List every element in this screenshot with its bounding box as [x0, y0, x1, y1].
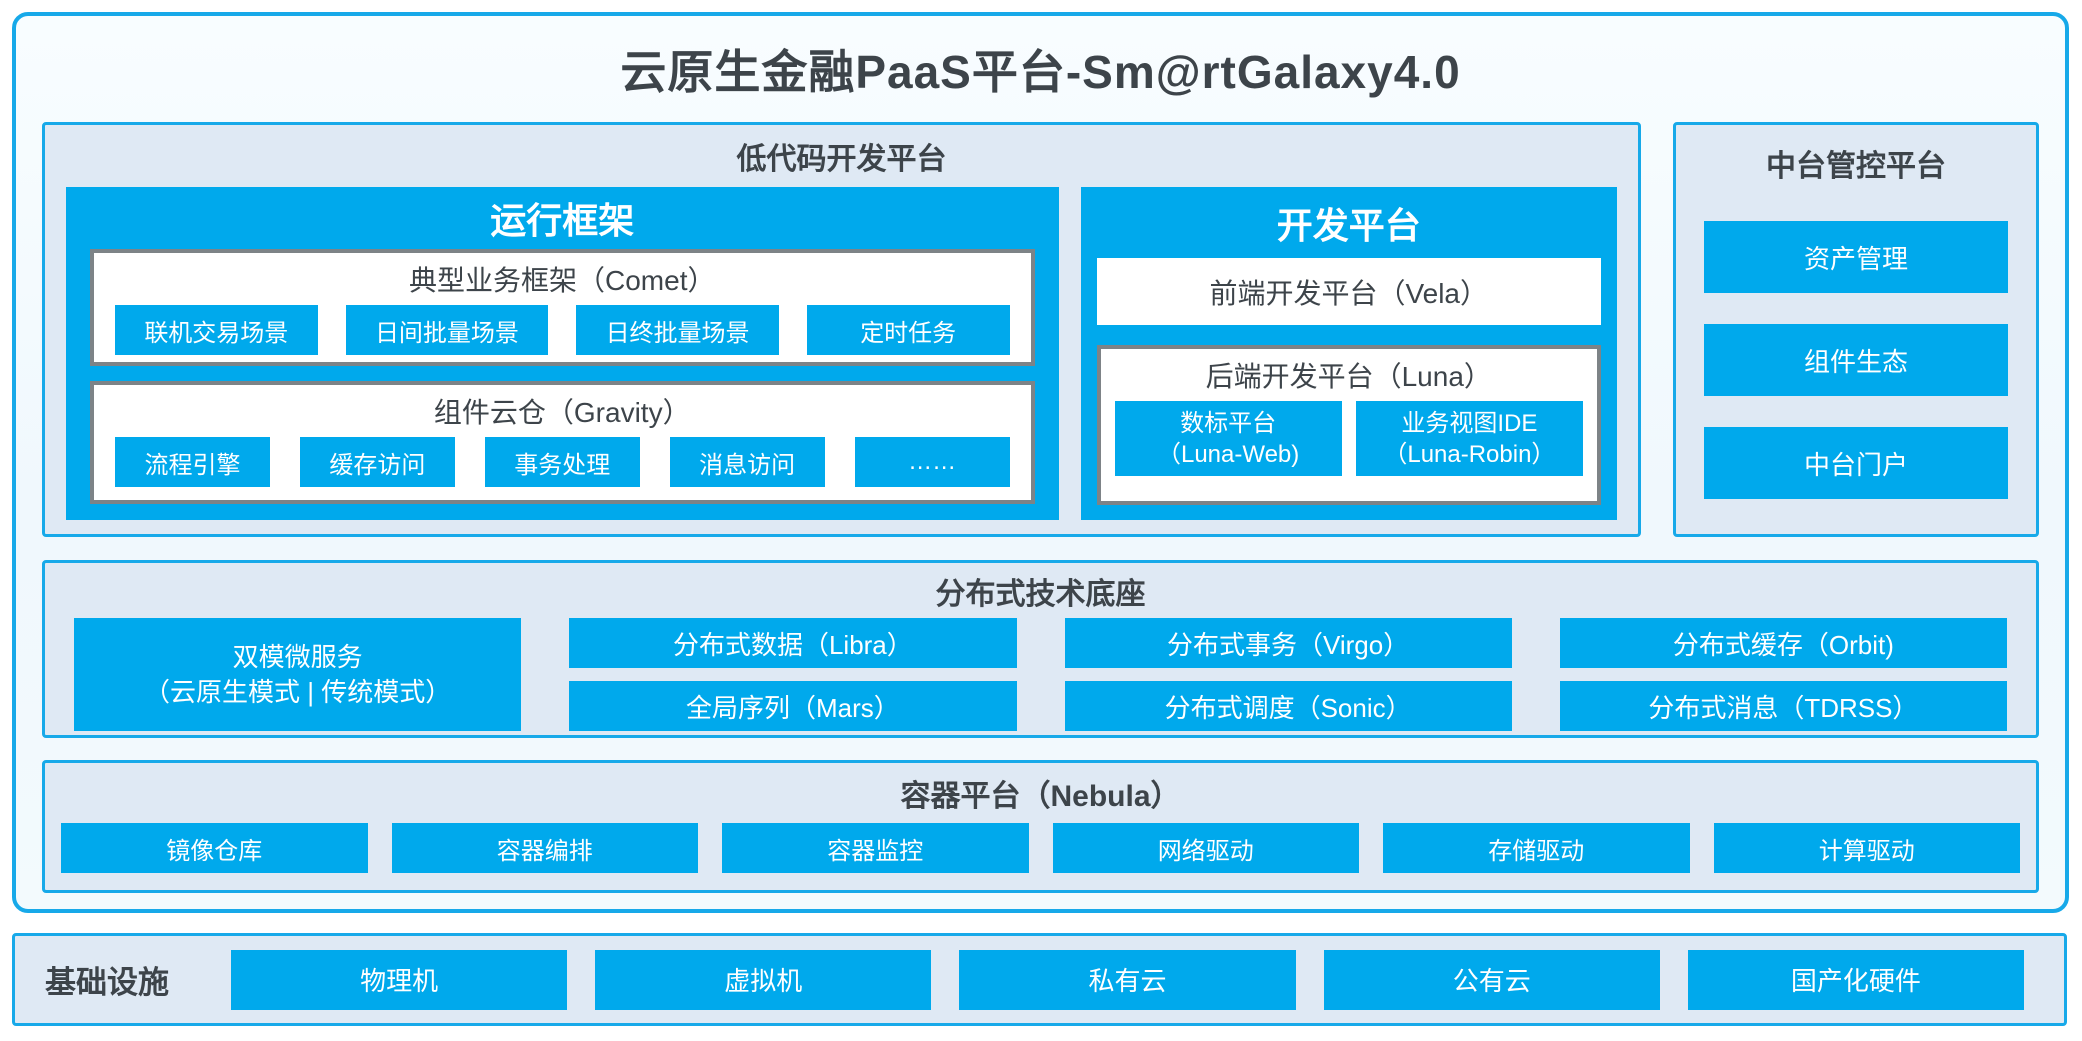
container-platform-panel: 容器平台（Nebula） 镜像仓库 容器编排 容器监控 网络驱动 存储驱动 计算… — [42, 760, 2039, 893]
gravity-component-box: 组件云仓（Gravity） 流程引擎 缓存访问 事务处理 消息访问 …… — [90, 381, 1035, 504]
lowcode-platform-title: 低代码开发平台 — [736, 143, 947, 176]
midplatform-title: 中台管控平台 — [1766, 150, 1946, 183]
distributed-base-title: 分布式技术底座 — [935, 577, 1146, 611]
comet-framework-title: 典型业务框架（Comet） — [409, 265, 716, 296]
luna-robin-code: （Luna-Robin） — [1383, 440, 1556, 468]
distributed-data-libra-item: 分布式数据（Libra） — [569, 618, 1017, 668]
distributed-grid: 双模微服务 （云原生模式 | 传统模式） 分布式数据（Libra） 全局序列（M… — [45, 618, 2036, 731]
lowcode-platform-panel: 低代码开发平台 运行框架 典型业务框架（Comet） 联机交易场景 日间批量场景… — [42, 122, 1641, 537]
infra-item-private-cloud: 私有云 — [959, 949, 1296, 1010]
distributed-cache-orbit-item: 分布式缓存（Orbit) — [1559, 618, 2007, 668]
comet-item-daytime-batch: 日间批量场景 — [345, 305, 549, 355]
midplatform-item-component-eco: 组件生态 — [1704, 324, 2008, 396]
runtime-framework-title: 运行框架 — [490, 200, 635, 241]
midplatform-item-asset-mgmt: 资产管理 — [1704, 221, 2008, 293]
dev-platform-block: 开发平台 前端开发平台（Vela） 后端开发平台（Luna） 数标平台 （Lun… — [1080, 187, 1617, 520]
luna-robin-item: 业务视图IDE （Luna-Robin） — [1355, 401, 1584, 476]
gravity-item-ellipsis: …… — [854, 437, 1010, 487]
lowcode-platform-body: 运行框架 典型业务框架（Comet） 联机交易场景 日间批量场景 日终批量场景 … — [45, 187, 1638, 534]
distributed-col-3: 分布式缓存（Orbit) 分布式消息（TDRSS） — [1559, 618, 2007, 731]
luna-backend-title: 后端开发平台（Luna） — [1205, 361, 1492, 392]
gravity-item-transaction: 事务处理 — [484, 437, 640, 487]
dual-mode-microservice-item: 双模微服务 （云原生模式 | 传统模式） — [74, 618, 522, 731]
luna-web-code: （Luna-Web) — [1156, 440, 1300, 468]
distributed-scheduling-sonic-item: 分布式调度（Sonic） — [1064, 681, 1512, 731]
distributed-col-2: 分布式事务（Virgo） 分布式调度（Sonic） — [1064, 618, 1512, 731]
comet-item-row: 联机交易场景 日间批量场景 日终批量场景 定时任务 — [94, 305, 1031, 355]
container-item-compute-driver: 计算驱动 — [1713, 823, 2020, 873]
luna-web-item: 数标平台 （Luna-Web) — [1114, 401, 1342, 476]
infrastructure-label: 基础设施 — [45, 965, 169, 1000]
distributed-transaction-virgo-item: 分布式事务（Virgo） — [1064, 618, 1512, 668]
container-item-network-driver: 网络驱动 — [1052, 823, 1359, 873]
dev-platform-title: 开发平台 — [1276, 204, 1421, 246]
distributed-message-tdrss-item: 分布式消息（TDRSS） — [1559, 681, 2007, 731]
comet-item-online-trading: 联机交易场景 — [115, 305, 318, 355]
container-item-storage-driver: 存储驱动 — [1383, 823, 1690, 873]
gravity-item-process-engine: 流程引擎 — [115, 437, 270, 487]
container-item-image-registry: 镜像仓库 — [61, 823, 368, 873]
luna-backend-box: 后端开发平台（Luna） 数标平台 （Luna-Web) 业务视图IDE （Lu… — [1096, 345, 1601, 505]
container-item-orchestration: 容器编排 — [391, 823, 698, 873]
gravity-component-title: 组件云仓（Gravity） — [433, 397, 691, 428]
dual-mode-line2: （云原生模式 | 传统模式） — [144, 676, 452, 707]
gravity-item-message-access: 消息访问 — [669, 437, 825, 487]
platform-diagram-frame: 云原生金融PaaS平台-Sm@rtGalaxy4.0 低代码开发平台 运行框架 … — [12, 12, 2069, 913]
infra-item-domestic-hardware: 国产化硬件 — [1687, 949, 2025, 1010]
gravity-item-row: 流程引擎 缓存访问 事务处理 消息访问 …… — [94, 437, 1031, 487]
infra-item-physical-machine: 物理机 — [231, 949, 568, 1010]
luna-robin-name: 业务视图IDE — [1401, 409, 1538, 437]
distributed-col-1: 分布式数据（Libra） 全局序列（Mars） — [569, 618, 1017, 731]
diagram-content: 低代码开发平台 运行框架 典型业务框架（Comet） 联机交易场景 日间批量场景… — [16, 122, 2065, 893]
midplatform-item-portal: 中台门户 — [1704, 427, 2008, 499]
page-title: 云原生金融PaaS平台-Sm@rtGalaxy4.0 — [620, 46, 1461, 98]
infra-item-virtual-machine: 虚拟机 — [595, 949, 932, 1010]
distributed-base-panel: 分布式技术底座 双模微服务 （云原生模式 | 传统模式） 分布式数据（Libra… — [42, 560, 2039, 738]
container-platform-title: 容器平台（Nebula） — [900, 780, 1181, 813]
luna-web-name: 数标平台 — [1180, 409, 1277, 437]
container-item-row: 镜像仓库 容器编排 容器监控 网络驱动 存储驱动 计算驱动 — [45, 823, 2036, 873]
midplatform-panel: 中台管控平台 资产管理 组件生态 中台门户 — [1673, 122, 2039, 537]
comet-item-eod-batch: 日终批量场景 — [576, 305, 779, 355]
runtime-framework-block: 运行框架 典型业务框架（Comet） 联机交易场景 日间批量场景 日终批量场景 … — [66, 187, 1059, 520]
infra-item-public-cloud: 公有云 — [1323, 949, 1660, 1010]
distributed-col-dual-mode: 双模微服务 （云原生模式 | 传统模式） — [74, 618, 522, 731]
gravity-item-cache-access: 缓存访问 — [299, 437, 455, 487]
global-sequence-mars-item: 全局序列（Mars） — [569, 681, 1017, 731]
vela-frontend-box: 前端开发平台（Vela） — [1096, 258, 1601, 325]
infrastructure-panel: 基础设施 物理机 虚拟机 私有云 公有云 国产化硬件 — [12, 933, 2067, 1026]
top-row: 低代码开发平台 运行框架 典型业务框架（Comet） 联机交易场景 日间批量场景… — [42, 122, 2039, 537]
dual-mode-line1: 双模微服务 — [232, 641, 363, 672]
container-item-monitoring: 容器监控 — [722, 823, 1029, 873]
comet-item-scheduled-task: 定时任务 — [806, 305, 1010, 355]
luna-item-row: 数标平台 （Luna-Web) 业务视图IDE （Luna-Robin） — [1101, 401, 1597, 476]
midplatform-item-list: 资产管理 组件生态 中台门户 — [1676, 195, 2036, 499]
comet-framework-box: 典型业务框架（Comet） 联机交易场景 日间批量场景 日终批量场景 定时任务 — [90, 249, 1035, 366]
